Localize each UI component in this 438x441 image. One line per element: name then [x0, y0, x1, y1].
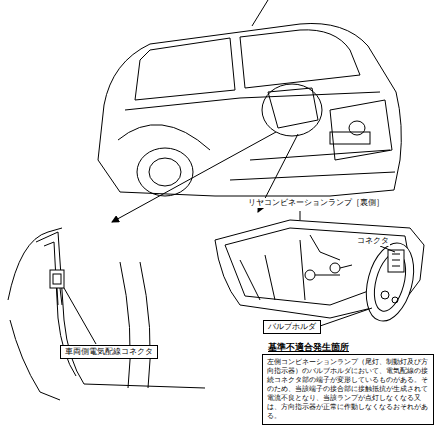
vehicle-side-inset: [8, 228, 205, 400]
note-box: 基準不適合発生箇所左側コンビネーションランプ（尾灯、制動灯及び方向指示器）のバル…: [262, 342, 434, 425]
label-box: バルブホルダ: [263, 320, 321, 334]
part-label: リヤコンビネーションランプ［裏側］: [247, 198, 385, 208]
part-label: コネクタ: [356, 236, 390, 246]
note-heading: 基準不適合発生箇所: [262, 342, 434, 354]
car-illustration: [98, 0, 401, 222]
lamp-back-inset: [215, 211, 424, 326]
part-name: 車両側電気配線コネクタ: [60, 345, 158, 359]
label-box: 車両側電気配線コネクタ: [60, 345, 158, 359]
note-body: 左側コンビネーションランプ（尾灯、制動灯及び方向指示器）のバルブホルダにおいて、…: [262, 354, 434, 426]
part-name: バルブホルダ: [263, 320, 321, 334]
